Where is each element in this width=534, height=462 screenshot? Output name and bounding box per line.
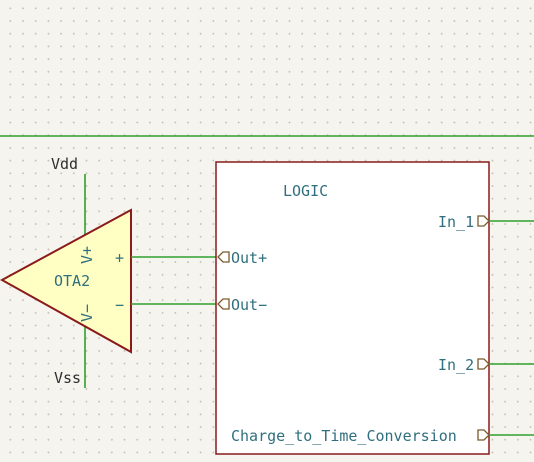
pin-in-2-icon[interactable] xyxy=(477,358,490,370)
pin-out-plus-icon[interactable] xyxy=(217,251,230,263)
logic-sheet-title: LOGIC xyxy=(283,182,328,200)
pin-charge-to-time-icon[interactable] xyxy=(477,429,490,441)
vdd-label: Vdd xyxy=(51,155,78,173)
pin-charge-to-time-label: Charge_to_Time_Conversion xyxy=(231,427,457,445)
ota2-symbol[interactable] xyxy=(0,208,132,354)
ota2-minus-sign: − xyxy=(115,296,124,314)
pin-in-1-icon[interactable] xyxy=(477,215,490,227)
pin-out-minus-icon[interactable] xyxy=(217,298,230,310)
ota2-plus-sign: + xyxy=(115,249,124,267)
ota2-vplus-label: V+ xyxy=(78,246,96,264)
pin-in-2-label: In_2 xyxy=(438,356,474,374)
vss-label: Vss xyxy=(54,369,81,387)
ota2-vminus-label: V− xyxy=(78,304,96,322)
pin-out-minus-label: Out− xyxy=(231,296,267,314)
ota2-ref: OTA2 xyxy=(54,272,90,290)
pin-out-plus-label: Out+ xyxy=(231,249,267,267)
pin-in-1-label: In_1 xyxy=(438,213,474,231)
logic-sheet[interactable] xyxy=(215,161,490,455)
